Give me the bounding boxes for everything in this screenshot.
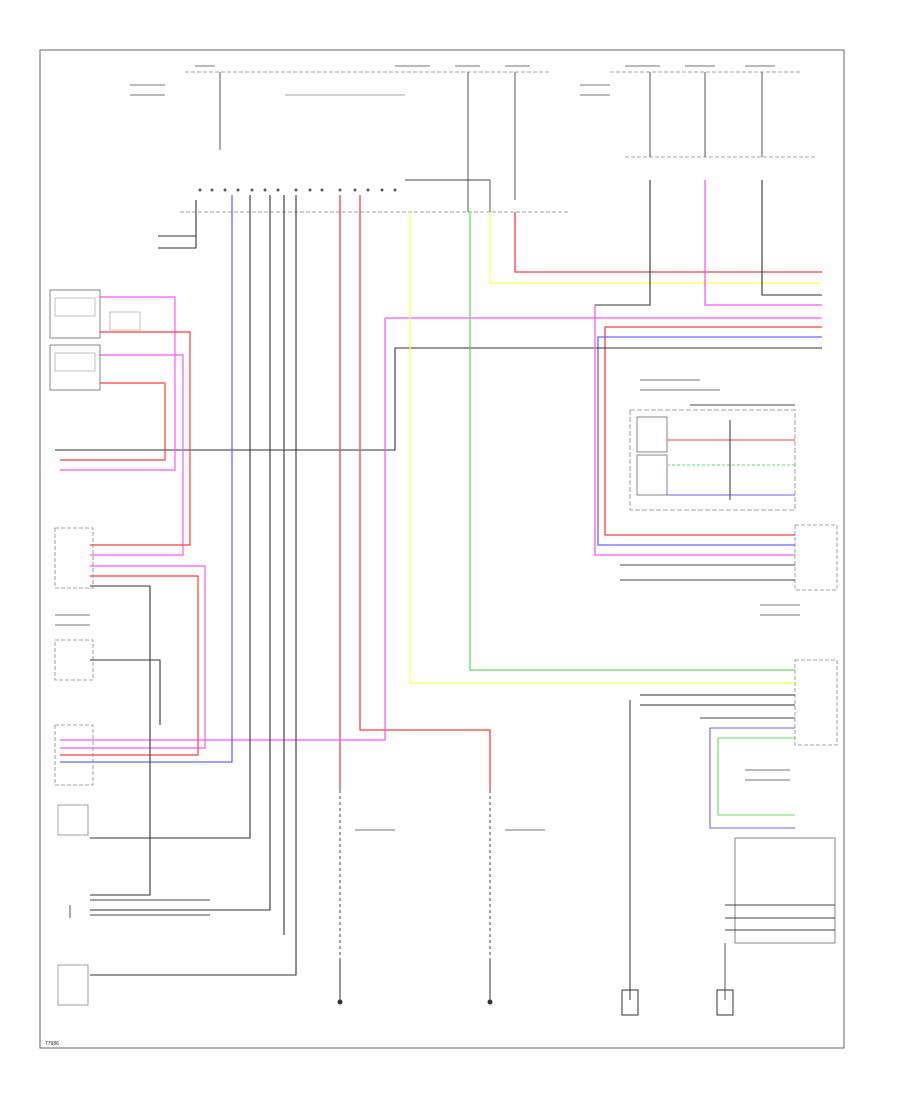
wire-red-upper [514,212,822,273]
wire-red-bus-right [604,326,822,536]
right-connector-upper [794,524,838,591]
left-connector-a [54,527,94,589]
left-connector-b [54,639,94,681]
ground-symbols [337,960,734,1016]
wire-black-bus-a [595,180,822,306]
right-bottom-module [734,837,836,944]
wire-black-left-modules [90,585,161,896]
wire-pink-left-modules [60,296,206,749]
right-module-element-b [636,454,668,496]
right-module-wires [667,404,795,500]
wire-red-left-modules [60,331,199,756]
left-module-a [49,289,101,339]
left-switch [57,804,89,836]
left-relay [109,311,141,331]
page-reference: 77986 [45,1041,59,1047]
connector-pins [198,188,397,192]
wire-pink-right-loop [594,305,795,556]
right-module-element-a [636,416,668,453]
wire-black-left-drop [90,195,297,976]
left-bottom-wires [69,899,210,918]
left-connector-c [54,724,94,786]
dashed-ground-runs [339,790,491,960]
left-bottom-switch [57,964,89,1006]
wire-red-long [339,195,491,790]
right-lower-wires [620,564,795,1000]
left-module-b [49,344,101,391]
wire-pink-bus [385,180,822,319]
label-ticks [55,65,800,831]
wire-blue-left [60,195,233,763]
wire-yellow-long [409,212,795,684]
wire-green-long [469,212,795,671]
right-connector-lower [794,659,838,746]
wire-pink-left-long [60,318,386,741]
wire-yellow-upper [489,212,822,284]
right-bottom-wires [724,904,835,1000]
fuse-feeds [219,72,763,212]
wire-blue-bus-right [597,336,822,546]
wire-black-bus-b [55,347,822,451]
diagram-border [39,49,845,1049]
right-module-box [629,409,796,511]
